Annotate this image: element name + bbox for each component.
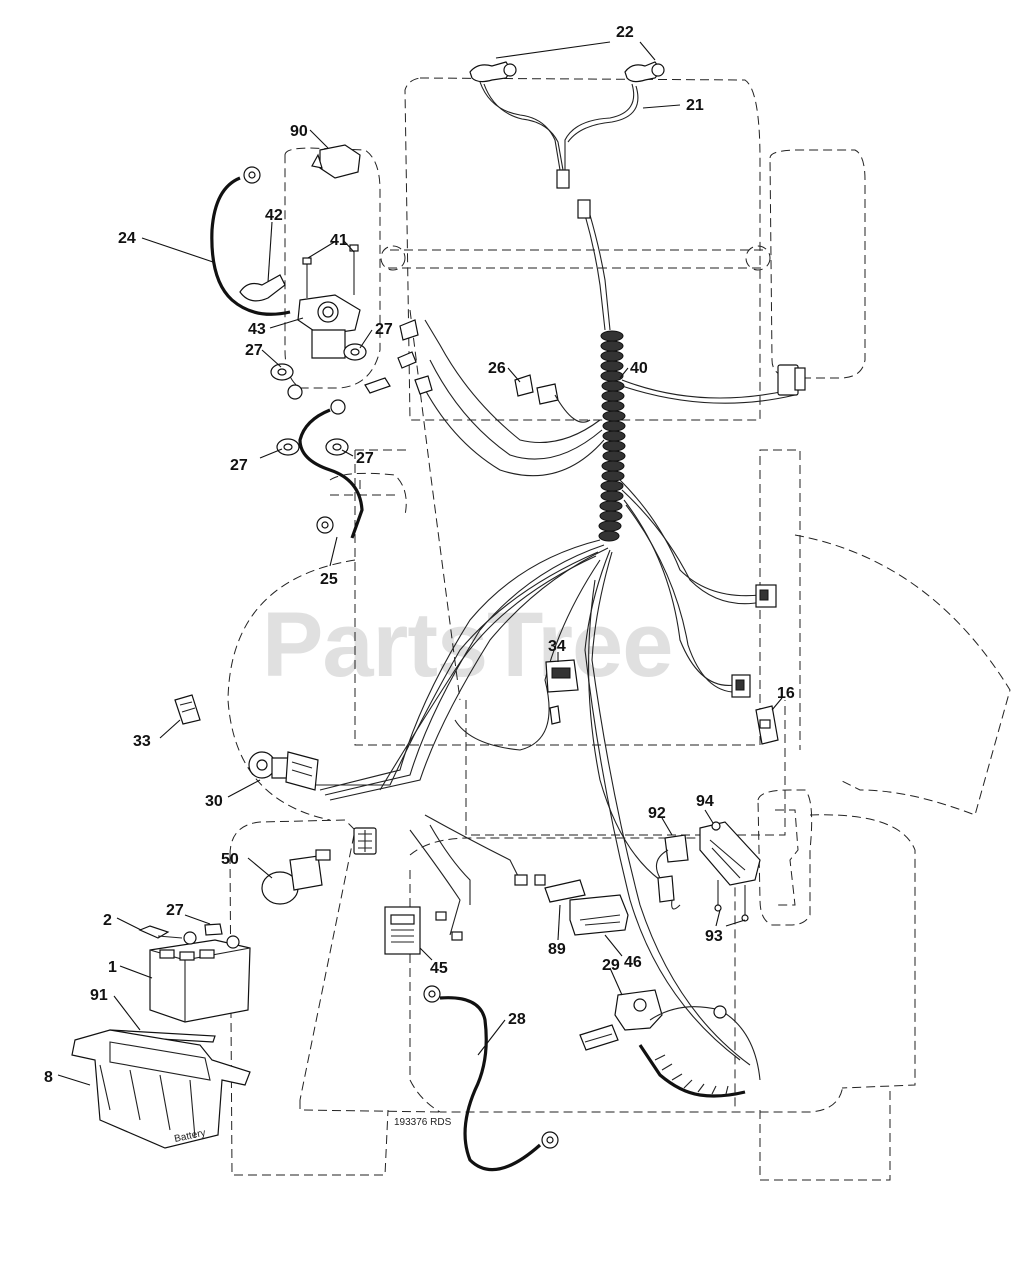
callout-24: 24 bbox=[118, 230, 136, 247]
ignition-switch-30 bbox=[248, 751, 319, 791]
callout-26: 26 bbox=[488, 360, 506, 377]
callout-30: 30 bbox=[205, 793, 223, 810]
leader-lines bbox=[57, 41, 783, 1086]
battery-tray bbox=[71, 1029, 251, 1149]
callout-41: 41 bbox=[330, 232, 348, 249]
callout-1: 1 bbox=[108, 959, 117, 976]
part-33 bbox=[174, 694, 201, 725]
callout-43: 43 bbox=[248, 321, 266, 338]
callout-33: 33 bbox=[133, 733, 151, 750]
callout-21: 21 bbox=[686, 97, 704, 114]
callout-94: 94 bbox=[696, 793, 714, 810]
battery-assembly bbox=[138, 923, 251, 1023]
headlights bbox=[469, 61, 665, 171]
drawing-code: 193376 RDS bbox=[394, 1117, 452, 1128]
callout-28: 28 bbox=[508, 1011, 526, 1028]
callout-90: 90 bbox=[290, 123, 308, 140]
callout-46: 46 bbox=[624, 954, 642, 971]
harness-coil-40 bbox=[598, 330, 626, 542]
relay-29 bbox=[579, 989, 761, 1098]
callout-89: 89 bbox=[548, 941, 566, 958]
callout-27-right: 27 bbox=[375, 321, 393, 338]
callout-25: 25 bbox=[320, 571, 338, 588]
battery-cables bbox=[210, 166, 364, 539]
main-harness bbox=[315, 214, 806, 1066]
cable-28 bbox=[423, 985, 559, 1172]
module-89-46 bbox=[514, 874, 629, 936]
callout-50: 50 bbox=[221, 851, 239, 868]
switch-92 bbox=[655, 834, 689, 910]
callout-2: 2 bbox=[103, 912, 112, 929]
callout-27-left: 27 bbox=[245, 342, 263, 359]
callout-27-lower-left: 27 bbox=[230, 457, 248, 474]
pto-switch-50 bbox=[261, 849, 331, 905]
switch-16 bbox=[755, 705, 779, 745]
tractor-outline bbox=[227, 77, 1011, 1181]
callout-27-lower-right: 27 bbox=[356, 450, 374, 467]
fuse-holder-26 bbox=[514, 374, 591, 423]
switch-94 bbox=[699, 821, 761, 922]
callout-27-battery: 27 bbox=[166, 902, 184, 919]
watermark-text: PartsTree bbox=[262, 594, 672, 696]
hour-meter-45 bbox=[384, 906, 463, 955]
callout-42: 42 bbox=[265, 207, 283, 224]
callout-45: 45 bbox=[430, 960, 448, 977]
callout-16: 16 bbox=[777, 685, 795, 702]
callout-92: 92 bbox=[648, 805, 666, 822]
callout-93: 93 bbox=[705, 928, 723, 945]
harness-connectors bbox=[353, 169, 806, 855]
callout-34: 34 bbox=[548, 638, 566, 655]
callout-91: 91 bbox=[90, 987, 108, 1004]
callout-22: 22 bbox=[616, 24, 634, 41]
solenoid-assembly bbox=[239, 144, 433, 456]
callout-29: 29 bbox=[602, 957, 620, 974]
callout-labels: 22 21 90 24 42 41 43 27 27 27 27 26 40 2… bbox=[44, 24, 795, 1086]
switch-34 bbox=[545, 659, 579, 725]
callout-40: 40 bbox=[630, 360, 648, 377]
callout-8: 8 bbox=[44, 1069, 53, 1086]
